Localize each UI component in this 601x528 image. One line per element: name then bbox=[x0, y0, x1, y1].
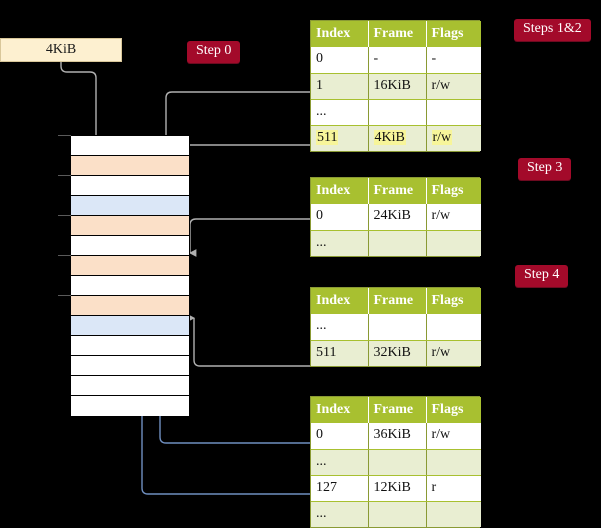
virtual-address-label: 4KiB bbox=[45, 42, 77, 57]
memory-scale-tick bbox=[58, 255, 71, 256]
memory-frame-row bbox=[71, 356, 189, 376]
column-header: Flags bbox=[426, 397, 481, 423]
column-header: Flags bbox=[426, 178, 481, 204]
table-cell: r/w bbox=[426, 340, 481, 366]
table-row: ... bbox=[311, 230, 481, 256]
badge-step-3: Step 3 bbox=[518, 158, 572, 180]
table-cell: 0 bbox=[311, 423, 369, 450]
table-cell: 127 bbox=[311, 475, 369, 502]
physical-memory-grid bbox=[70, 135, 190, 416]
column-header: Frame bbox=[368, 178, 427, 204]
memory-frame-row bbox=[71, 216, 189, 236]
table-cell bbox=[368, 99, 427, 126]
column-header: Flags bbox=[426, 21, 481, 47]
column-header: Flags bbox=[426, 288, 481, 314]
table-cell bbox=[426, 99, 481, 126]
table-cell bbox=[426, 230, 481, 256]
memory-frame-row bbox=[71, 316, 189, 336]
column-header: Index bbox=[311, 397, 369, 423]
table-cell: ... bbox=[311, 99, 369, 126]
table-row: ... bbox=[311, 314, 481, 341]
table-cell: r/w bbox=[426, 73, 481, 100]
table-row: ... bbox=[311, 449, 481, 476]
table-cell: 511 bbox=[311, 340, 369, 366]
memory-frame-row bbox=[71, 376, 189, 396]
highlighted-value: 4KiB bbox=[373, 129, 406, 145]
table-cell: 32KiB bbox=[368, 340, 427, 366]
memory-frame-row bbox=[71, 136, 189, 156]
table-cell: r/w bbox=[426, 125, 481, 151]
highlighted-value: r/w bbox=[431, 129, 453, 145]
table-row: ... bbox=[311, 501, 481, 527]
table-cell: 12KiB bbox=[368, 475, 427, 502]
memory-frame-row bbox=[71, 156, 189, 176]
table-cell: ... bbox=[311, 449, 369, 476]
memory-frame-row bbox=[71, 256, 189, 276]
table-cell bbox=[426, 449, 481, 476]
table-cell bbox=[368, 449, 427, 476]
memory-scale-tick bbox=[58, 295, 71, 296]
table-row: 0-- bbox=[311, 47, 481, 74]
table-cell: 16KiB bbox=[368, 73, 427, 100]
virtual-address-box: 4KiB bbox=[0, 38, 122, 62]
table-cell: r/w bbox=[426, 423, 481, 450]
table-cell: ... bbox=[311, 230, 369, 256]
table-cell: r bbox=[426, 475, 481, 502]
highlighted-value: 511 bbox=[316, 129, 339, 145]
table-cell: 1 bbox=[311, 73, 369, 100]
table-cell: 36KiB bbox=[368, 423, 427, 450]
table-cell bbox=[426, 501, 481, 527]
table-cell: r/w bbox=[426, 204, 481, 231]
table-cell: 24KiB bbox=[368, 204, 427, 231]
memory-frame-row bbox=[71, 336, 189, 356]
badge-step-0: Step 0 bbox=[187, 41, 241, 63]
table-cell: ... bbox=[311, 501, 369, 527]
table-cell bbox=[368, 501, 427, 527]
memory-frame-row bbox=[71, 236, 189, 256]
memory-frame-row bbox=[71, 176, 189, 196]
column-header: Index bbox=[311, 21, 369, 47]
table-cell bbox=[368, 314, 427, 341]
table-row: ... bbox=[311, 99, 481, 126]
column-header: Frame bbox=[368, 21, 427, 47]
column-header: Frame bbox=[368, 397, 427, 423]
memory-frame-row bbox=[71, 276, 189, 296]
table-cell bbox=[426, 314, 481, 341]
table-cell: 4KiB bbox=[368, 125, 427, 151]
column-header: Index bbox=[311, 288, 369, 314]
table-cell: ... bbox=[311, 314, 369, 341]
table-row: 511 4KiB r/w bbox=[311, 125, 481, 151]
badge-steps-1-and-2: Steps 1&2 bbox=[514, 19, 591, 41]
memory-frame-row bbox=[71, 296, 189, 316]
wire-step3 bbox=[189, 218, 310, 257]
table-cell: - bbox=[368, 47, 427, 74]
table-cell: 511 bbox=[311, 125, 369, 151]
table-cell: 0 bbox=[311, 47, 369, 74]
memory-scale-tick bbox=[58, 175, 71, 176]
table-cell bbox=[368, 230, 427, 256]
memory-scale-tick bbox=[58, 135, 71, 136]
memory-frame-row bbox=[71, 196, 189, 216]
badge-step-4: Step 4 bbox=[515, 265, 569, 287]
column-header: Frame bbox=[368, 288, 427, 314]
table-cell: 0 bbox=[311, 204, 369, 231]
column-header: Index bbox=[311, 178, 369, 204]
memory-scale-tick bbox=[58, 215, 71, 216]
memory-frame-row bbox=[71, 396, 189, 416]
table-cell: - bbox=[426, 47, 481, 74]
wire-step4 bbox=[187, 314, 310, 367]
